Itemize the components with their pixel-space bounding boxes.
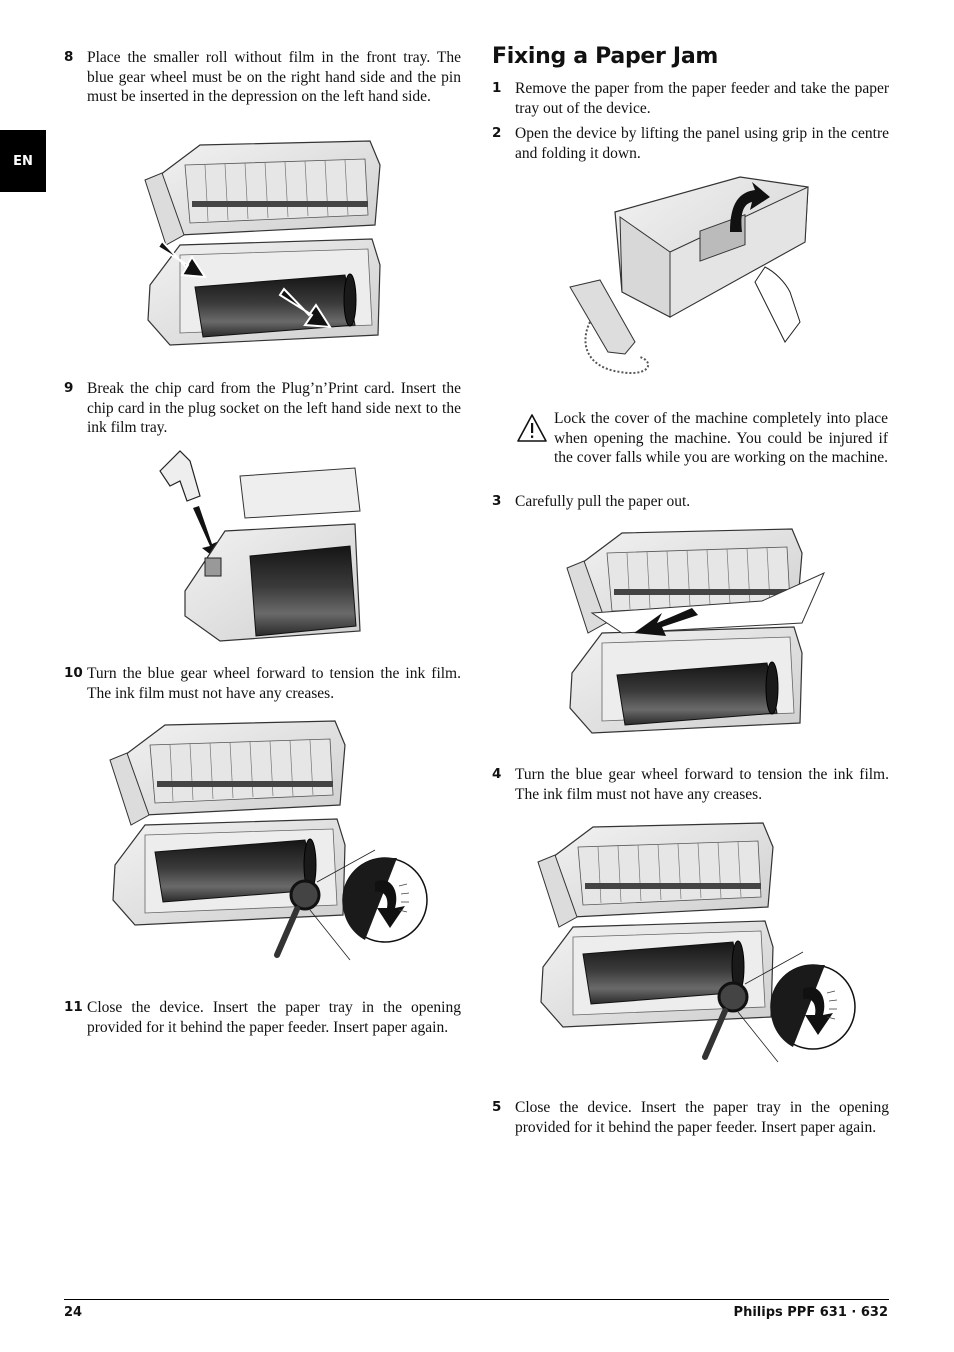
section-heading: Fixing a Paper Jam: [492, 44, 718, 69]
step-1: 1 Remove the paper from the paper feeder…: [492, 79, 889, 118]
step-text: Turn the blue gear wheel forward to tens…: [515, 766, 889, 803]
step-4: 4 Turn the blue gear wheel forward to te…: [492, 765, 889, 804]
figure-chip-card-insertion: [159, 450, 361, 642]
step-number: 1: [492, 80, 502, 96]
step-number: 3: [492, 493, 502, 509]
warning-note: Lock the cover of the machine completely…: [516, 409, 888, 468]
figure-smaller-roll-front-tray: [144, 140, 381, 346]
step-text: Close the device. Insert the paper tray …: [515, 1099, 889, 1136]
footer-rule: [64, 1299, 889, 1300]
step-10: 10 Turn the blue gear wheel forward to t…: [64, 664, 461, 703]
figure-pull-paper-out: [566, 528, 825, 734]
step-number: 8: [64, 49, 74, 65]
page-number: 24: [64, 1305, 83, 1320]
step-text: Close the device. Insert the paper tray …: [87, 999, 461, 1036]
figure-tension-ink-film-2: [537, 822, 856, 1063]
figure-open-device: [569, 176, 809, 374]
arrow-icon: [156, 239, 207, 279]
step-text: Remove the paper from the paper feeder a…: [515, 80, 889, 117]
step-text: Turn the blue gear wheel forward to tens…: [87, 665, 461, 702]
step-text: Break the chip card from the Plug’n’Prin…: [87, 380, 461, 436]
step-number: 4: [492, 766, 502, 782]
arrow-icon: [278, 287, 332, 329]
step-number: 11: [64, 999, 83, 1015]
step-2: 2 Open the device by lifting the panel u…: [492, 124, 889, 163]
step-text: Place the smaller roll without film in t…: [87, 49, 461, 105]
hand: [754, 266, 801, 343]
step-text: Open the device by lifting the panel usi…: [515, 125, 889, 162]
handset: [569, 279, 636, 355]
step-number: 2: [492, 125, 502, 141]
step-3: 3 Carefully pull the paper out.: [492, 492, 889, 512]
figure-tension-ink-film: [109, 720, 428, 961]
language-tab: EN: [0, 130, 46, 192]
curved-arrow-icon: [730, 182, 770, 232]
step-9: 9 Break the chip card from the Plug’n’Pr…: [64, 379, 461, 438]
paper-sheet: [590, 572, 825, 634]
step-text: Carefully pull the paper out.: [515, 493, 691, 510]
step-number: 5: [492, 1099, 502, 1115]
step-5: 5 Close the device. Insert the paper tra…: [492, 1098, 889, 1137]
step-8: 8 Place the smaller roll without film in…: [64, 48, 461, 107]
arrow-icon: [193, 506, 219, 558]
chip-card: [159, 450, 201, 502]
product-name: Philips PPF 631 · 632: [733, 1305, 888, 1320]
arrow-icon: [634, 608, 698, 636]
warning-triangle-icon: [517, 414, 547, 442]
step-number: 10: [64, 665, 83, 681]
step-11: 11 Close the device. Insert the paper tr…: [64, 998, 461, 1037]
warning-text: Lock the cover of the machine completely…: [554, 410, 888, 466]
step-number: 9: [64, 380, 74, 396]
